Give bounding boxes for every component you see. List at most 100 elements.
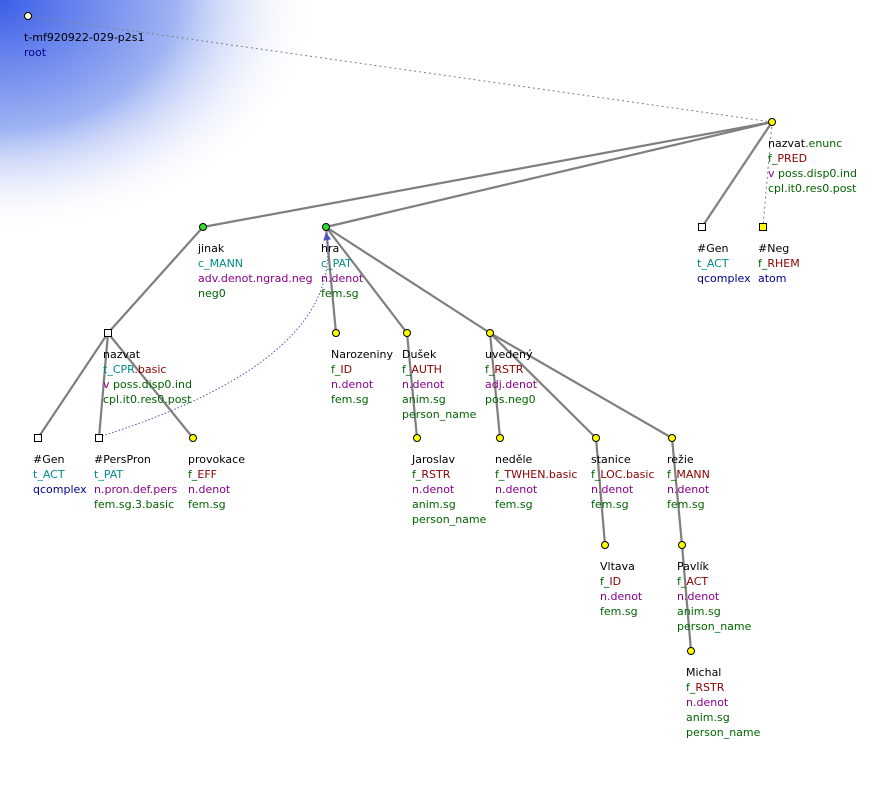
node-jinak[interactable] — [199, 223, 207, 231]
node-dusek[interactable] — [403, 329, 411, 337]
node-stanice[interactable] — [592, 434, 600, 442]
node-rezie[interactable] — [668, 434, 676, 442]
node-attr: anim.sg — [412, 498, 456, 511]
node-lemma: Dušek — [402, 348, 437, 361]
node-lemma: #PersPron — [94, 453, 151, 466]
node-nazvat2[interactable] — [104, 329, 112, 337]
edge-n_nazvat-n_hra — [325, 120, 773, 229]
node-lemma: Narozeniny — [331, 348, 394, 361]
node-lemma: stanice — [591, 453, 631, 466]
node-nedele[interactable] — [496, 434, 504, 442]
node-vltava[interactable] — [601, 541, 609, 549]
node-provokace[interactable] — [189, 434, 197, 442]
tree-edges — [27, 15, 773, 652]
node-gram: n.pron.def.pers — [94, 483, 178, 496]
edge-n_hra-n_uvedeny — [325, 226, 491, 334]
node-gram: n.denot — [591, 483, 634, 496]
node-hra[interactable] — [322, 223, 330, 231]
edge-n_hra-n_narozeniny — [324, 226, 338, 334]
node-functor: f_RSTR — [686, 681, 725, 694]
node-nazvat[interactable] — [768, 118, 776, 126]
label-perspron: #PersPron t_PAT n.pron.def.pers fem.sg.3.ba… — [94, 452, 177, 512]
node-functor: f_RSTR — [412, 468, 451, 481]
node-functor: f_ACT — [677, 575, 709, 588]
node-attr: fem.sg — [331, 393, 369, 406]
node-narozeniny[interactable] — [332, 329, 340, 337]
node-attr: qcomplex — [33, 483, 87, 496]
node-gram: n.denot — [677, 590, 720, 603]
node-attr: fem.sg — [321, 287, 359, 300]
node-gram: n.denot — [188, 483, 231, 496]
coref-arrow-n_perspron-n_hra — [101, 232, 332, 437]
node-neg[interactable] — [759, 223, 767, 231]
node-gen1[interactable] — [698, 223, 706, 231]
node-gram: n.denot — [495, 483, 538, 496]
node-lemma: Vltava — [600, 560, 635, 573]
node-functor: f_MANN — [667, 468, 710, 481]
node-gram: n.denot — [402, 378, 445, 391]
node-gram: n.denot — [667, 483, 710, 496]
node-lemma: jinak — [198, 242, 225, 255]
node-functor: t_ACT — [33, 468, 65, 481]
edge-n_uvedeny-n_stanice — [489, 332, 597, 439]
node-attr: fem.sg — [667, 498, 705, 511]
node-attr: cpl.it0.res0.post — [768, 182, 857, 195]
node-attr: fem.sg.3.basic — [94, 498, 175, 511]
node-attr: pos.neg0 — [485, 393, 536, 406]
node-attr: fem.sg — [495, 498, 533, 511]
node-functor: t_PAT — [94, 468, 124, 481]
node-functor: f_AUTH — [402, 363, 442, 376]
edge-n_nazvat2-n_provokace — [107, 332, 194, 439]
node-perspron[interactable] — [95, 434, 103, 442]
node-functor: f_RSTR — [485, 363, 524, 376]
node-attr: fem.sg — [591, 498, 629, 511]
node-lemma: hra — [321, 242, 340, 255]
coreference-arrows — [101, 232, 332, 437]
node-lemma: nazvat.enunc — [768, 137, 843, 150]
node-gram: n.denot — [331, 378, 374, 391]
node-lemma: Pavlík — [677, 560, 709, 573]
edge-n_jinak-n_nazvat2 — [107, 226, 204, 334]
edge-n_rezie-n_pavlik — [670, 437, 684, 546]
node-gram: n.denot — [600, 590, 643, 603]
node-lemma: režie — [667, 453, 694, 466]
node-attr: cpl.it0.res0.post — [103, 393, 192, 406]
node-functor: f_TWHEN.basic — [495, 468, 578, 481]
node-functor: f_EFF — [188, 468, 217, 481]
node-lemma: #Neg — [758, 242, 790, 255]
node-michal[interactable] — [687, 647, 695, 655]
node-pavlik[interactable] — [678, 541, 686, 549]
node-lemma: nazvat — [103, 348, 141, 361]
node-attr-2: person_name — [402, 408, 477, 421]
node-attr-2: person_name — [686, 726, 761, 739]
edge-n_pavlik-n_michal — [680, 544, 693, 652]
node-functor: f_ID — [600, 575, 622, 588]
edge-n_uvedeny-n_rezie — [489, 332, 673, 439]
node-lemma: #Gen — [33, 453, 65, 466]
node-gen2[interactable] — [34, 434, 42, 442]
node-functor: f_RHEM — [758, 257, 800, 270]
root-text: root — [24, 46, 47, 59]
node-attr: anim.sg — [677, 605, 721, 618]
node-root[interactable] — [24, 12, 32, 20]
label-pavlik: Pavlík f_ACT n.denot anim.sg person_name — [677, 559, 751, 634]
node-attr-2: person_name — [677, 620, 752, 633]
node-uvedeny[interactable] — [486, 329, 494, 337]
label-rezie: režie f_MANN n.denot fem.sg — [667, 452, 710, 512]
node-functor: f_LOC.basic — [591, 468, 655, 481]
edge-n_hra-n_dusek — [325, 226, 408, 334]
node-jaroslav[interactable] — [413, 434, 421, 442]
label-gen2: #Gen t_ACT qcomplex — [33, 452, 87, 497]
edge-n_uvedeny-n_nedele — [488, 332, 502, 439]
node-gram: n.denot — [321, 272, 364, 285]
edge-n_nazvat2-n_gen2 — [37, 332, 109, 439]
node-attr-2: person_name — [412, 513, 487, 526]
